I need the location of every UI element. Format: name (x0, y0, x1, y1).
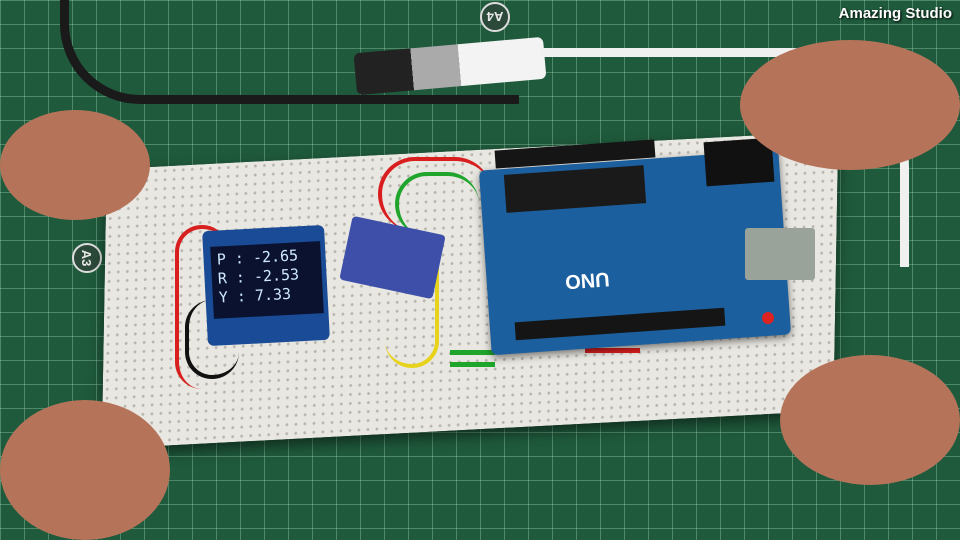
oled-sep: : (236, 287, 247, 306)
oled-sep: : (235, 268, 246, 287)
black-usb-cable (60, 0, 519, 104)
oled-sep: : (234, 249, 245, 268)
oled-label: R (217, 269, 228, 288)
oled-value: -2.65 (252, 246, 299, 267)
green-wire (395, 172, 479, 236)
oled-value: 7.33 (254, 284, 292, 305)
red-wire (175, 225, 229, 389)
mat-label: A3 (72, 243, 102, 273)
oled-label: Y (218, 288, 229, 307)
left-hand-top (0, 110, 150, 220)
board-logo: UNO (564, 267, 611, 293)
right-hand-bottom (780, 355, 960, 485)
left-hand-bottom (0, 400, 170, 540)
red-jumper (585, 348, 640, 353)
red-wire (378, 157, 492, 231)
green-jumper (450, 362, 495, 367)
usb-b-port (745, 228, 815, 280)
green-jumper (450, 350, 495, 355)
reset-button (762, 312, 774, 324)
right-hand-top (740, 40, 960, 170)
oled-value: -2.53 (253, 265, 300, 286)
black-wire (185, 300, 239, 379)
mat-label: A4 (480, 2, 510, 32)
oled-label: P (216, 250, 227, 269)
oled-screen: P : -2.65 R : -2.53 Y : 7.33 (210, 241, 324, 319)
watermark: Amazing Studio (838, 5, 952, 22)
oled-line-yaw: Y : 7.33 (218, 283, 317, 307)
